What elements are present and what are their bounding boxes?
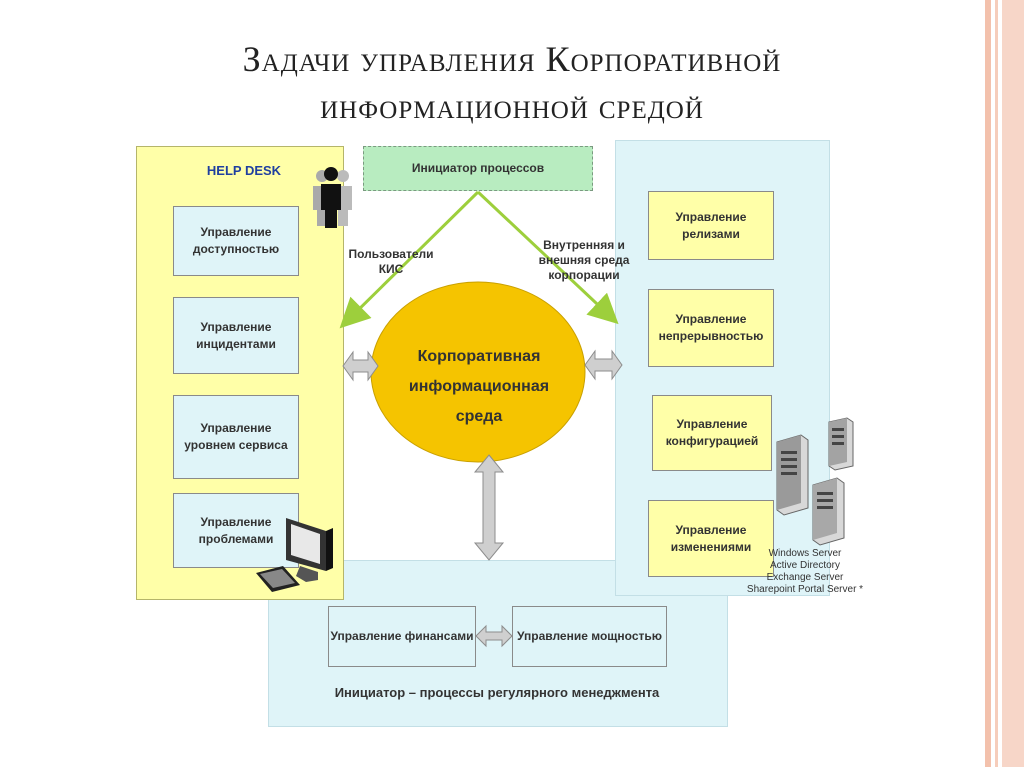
process-initiator-box: Инициатор процессов xyxy=(363,146,593,191)
release-management-box: Управление релизами xyxy=(648,191,774,260)
left-double-arrow xyxy=(342,350,379,382)
environment-arrow xyxy=(476,190,619,325)
bottom-double-arrow xyxy=(475,624,513,648)
slide-title-line1: Задачи управления Корпоративной xyxy=(242,39,782,79)
decor-stripe xyxy=(1002,0,1024,767)
server-name-sharepoint: Sharepoint Portal Server * xyxy=(746,584,864,595)
availability-management-box: Управление доступностью xyxy=(173,206,299,276)
users-arrow xyxy=(339,190,480,329)
server-name-windows: Windows Server xyxy=(768,548,842,559)
service-level-management-box: Управление уровнем сервиса xyxy=(173,395,299,479)
capacity-management-box: Управление мощностью xyxy=(512,606,667,667)
incident-management-box: Управление инцидентами xyxy=(173,297,299,374)
help-desk-label: HELP DESK xyxy=(206,163,282,178)
financial-management-box: Управление финансами xyxy=(328,606,476,667)
server-icon xyxy=(812,477,845,546)
right-double-arrow xyxy=(584,349,623,381)
users-icon xyxy=(313,167,352,228)
computer-icon xyxy=(256,518,333,592)
kis-users-label: Пользователи КИС xyxy=(348,247,434,276)
corporate-environment-label: Внутренняя и внешняя среда корпорации xyxy=(538,238,630,282)
server-icon xyxy=(828,417,854,471)
server-name-ad: Active Directory xyxy=(769,560,840,571)
continuity-management-box: Управление непрерывностью xyxy=(648,289,774,367)
center-environment-label: Корпоративная информационная среда xyxy=(408,348,550,425)
server-icon xyxy=(776,434,809,516)
change-management-box: Управление изменениями xyxy=(648,500,774,577)
regular-management-initiator-label: Инициатор – процессы регулярного менеджм… xyxy=(334,685,660,700)
problem-management-box: Управление проблемами xyxy=(173,493,299,568)
decor-stripe xyxy=(985,0,991,767)
vertical-double-arrow xyxy=(473,454,505,561)
server-name-exchange: Exchange Server xyxy=(766,572,844,583)
configuration-management-box: Управление конфигурацией xyxy=(652,395,772,471)
slide-title-line2: информационной средой xyxy=(320,86,704,126)
decor-stripe xyxy=(995,0,998,767)
